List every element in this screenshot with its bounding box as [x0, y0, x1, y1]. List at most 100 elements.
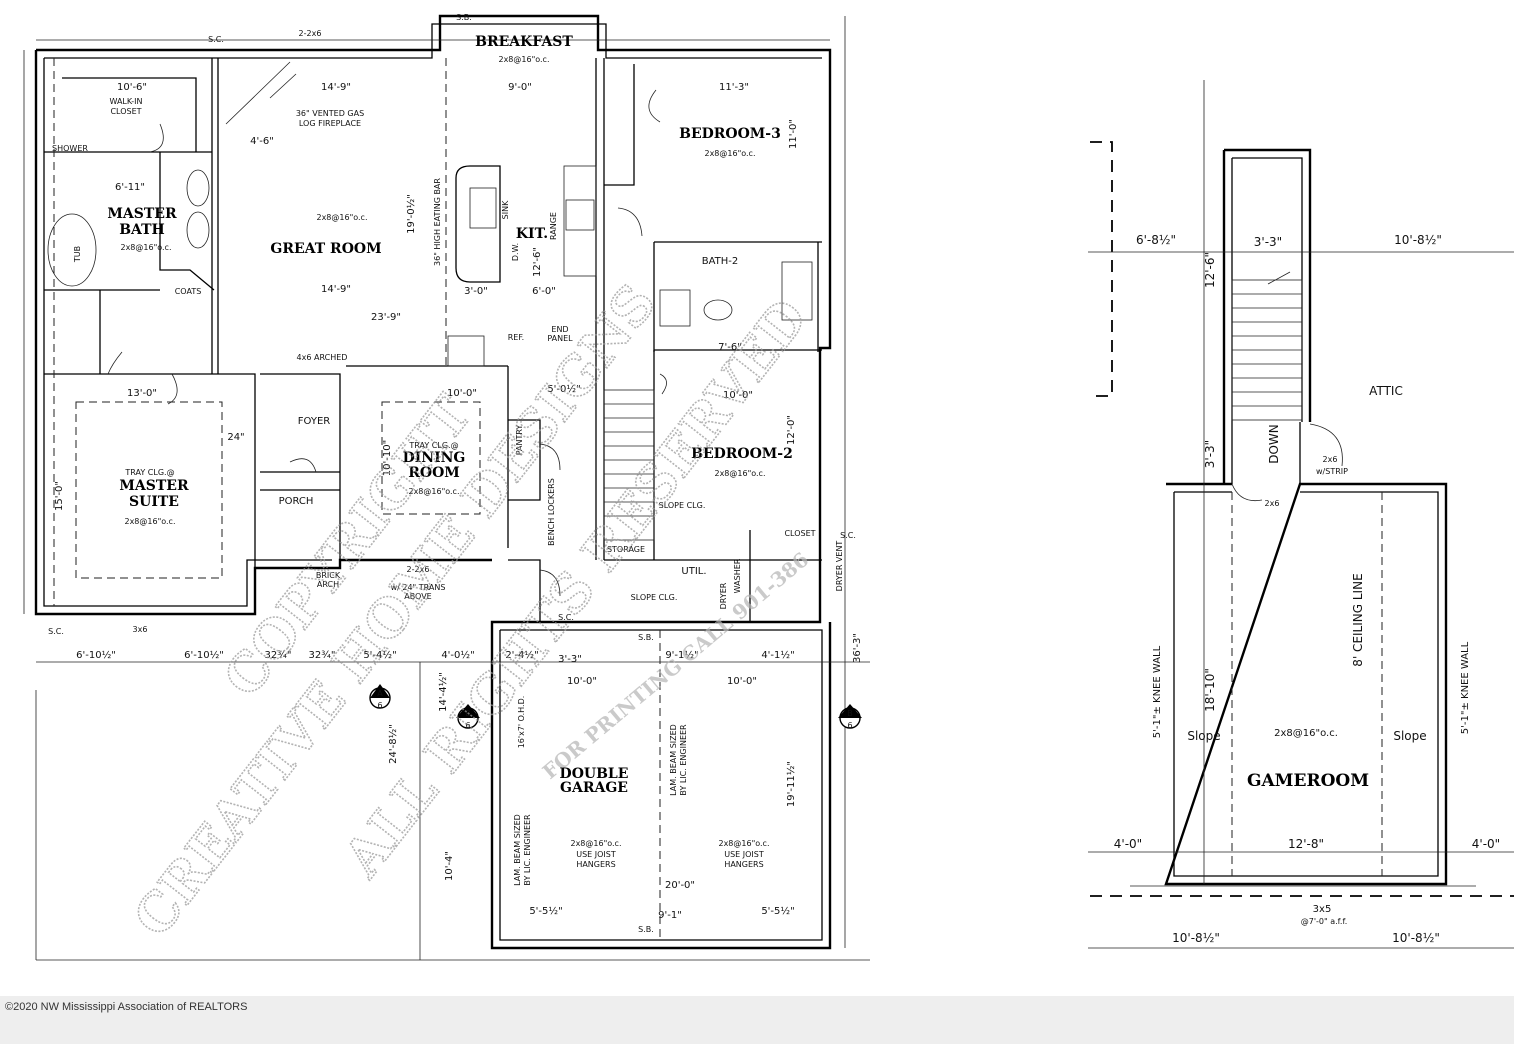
room-label-kitchen: KIT.	[516, 226, 548, 242]
window-note-line2: @7'-0" a.f.f.	[1301, 917, 1348, 926]
sink-note: SINK	[501, 200, 510, 219]
section-marker-b-right: B 6	[838, 704, 862, 730]
bedroom2-joist-note: 2x8@16"o.c.	[714, 469, 765, 478]
main-interior-walls	[44, 58, 822, 622]
dim-5-0-half: 5'-0½"	[547, 383, 580, 395]
transom-note-line3: ABOVE	[404, 592, 432, 601]
master-bath-joist-note: 2x8@16"o.c.	[120, 243, 171, 252]
dim-6-10-left: 6'-10½"	[76, 649, 116, 661]
room-label-great-room: GREAT ROOM	[270, 241, 381, 257]
garage-left-hanger-line1: USE JOIST	[576, 850, 616, 859]
section-marker-b-right-number: 6	[847, 721, 852, 730]
upper-dim-12-8: 12'-8"	[1288, 837, 1324, 851]
dim-10-0-bedroom2: 10'-0"	[723, 390, 753, 401]
dim-10-0-garage-left: 10'-0"	[567, 676, 597, 687]
fireplace-note-line2: LOG FIREPLACE	[299, 119, 361, 128]
dryer-note: DRYER	[719, 582, 728, 609]
room-label-dining-line2: ROOM	[408, 465, 460, 481]
dim-6-10-right: 6'-10½"	[184, 649, 224, 661]
room-label-coats: COATS	[175, 287, 202, 296]
section-marker-a-number: 6	[377, 701, 382, 710]
dim-23-9: 23'-9"	[371, 312, 401, 323]
section-marker-b-left-number: 6	[465, 721, 470, 730]
dishwasher-note: D.W.	[511, 243, 520, 261]
upper-dim-10-8-bottom-left: 10'-8½"	[1172, 931, 1220, 945]
dim-6-0: 6'-0"	[532, 286, 556, 297]
dim-10-0-dining: 10'-0"	[447, 388, 477, 399]
end-panel-line2: PANEL	[547, 334, 573, 343]
room-label-breakfast: BREAKFAST	[475, 34, 573, 50]
end-panel-line1: END	[551, 325, 568, 334]
sc-note-bottom-left: S.C.	[48, 627, 64, 636]
dim-14-4: 14'-4½"	[437, 672, 449, 712]
knee-wall-right-label: 5'-1"± KNEE WALL	[1460, 641, 1471, 734]
room-label-dining-line1: DINING	[403, 450, 466, 466]
room-label-pantry: PANTRY	[515, 425, 524, 456]
top-window-note: 2-2x6	[299, 29, 322, 38]
gameroom-joist-note: 2x8@16"o.c.	[1274, 728, 1338, 739]
sb-note-garage-top: S.B.	[638, 633, 654, 642]
copyright-notice: ©2020 NW Mississippi Association of REAL…	[5, 1001, 248, 1013]
brick-arch-line2: ARCH	[317, 580, 339, 589]
section-marker-b-right-letter: B	[847, 709, 853, 718]
dim-12-0: 12'-0"	[786, 415, 797, 445]
dim-11-0: 11'-0"	[788, 119, 799, 149]
bench-lockers-note: BENCH LOCKERS	[547, 478, 556, 546]
upper-dim-4-0-left: 4'-0"	[1114, 837, 1142, 851]
upper-dim-3-3-top: 3'-3"	[1254, 235, 1282, 249]
room-label-storage: STORAGE	[607, 545, 645, 554]
section-marker-a: A 6	[369, 684, 391, 710]
stair-down-label: DOWN	[1267, 424, 1281, 464]
garage-mid-beam-note-line1: LAM. BEAM SIZED	[669, 724, 678, 796]
room-label-utility: UTIL.	[681, 566, 706, 577]
transom-note-line2: w/ 24" TRANS	[391, 583, 446, 592]
room-label-bedroom-3: BEDROOM-3	[679, 126, 781, 142]
dim-14-9-bottom: 14'-9"	[321, 284, 351, 295]
range-note: RANGE	[549, 212, 558, 240]
room-label-tub: TUB	[73, 246, 82, 263]
dim-9-1-bottom: 9'-1"	[658, 910, 682, 921]
dim-4-0-half: 4'-0½"	[441, 649, 474, 661]
dim-5-5-left: 5'-5½"	[529, 905, 562, 917]
sc-note-top-left: S.C.	[208, 35, 224, 44]
room-label-attic: ATTIC	[1369, 384, 1403, 398]
door-note-line1: 2x6	[1323, 455, 1338, 464]
upper-dim-12-6: 12'-6"	[1203, 252, 1217, 288]
knee-wall-left-label: 5'-1"± KNEE WALL	[1152, 645, 1163, 738]
room-label-porch: PORCH	[279, 496, 314, 507]
ceiling-line-label: 8' CEILING LINE	[1351, 573, 1365, 666]
dim-4-6: 4'-6"	[250, 136, 274, 147]
slope-ceiling-bedroom2: SLOPE CLG.	[659, 501, 706, 510]
sc-note-right: S.C.	[840, 531, 856, 540]
dim-9-0: 9'-0"	[508, 82, 532, 93]
garage-right-joist-note: 2x8@16"o.c.	[718, 839, 769, 848]
dim-2-4: 2'-4½"	[505, 649, 538, 661]
arched-opening-note: 4x6 ARCHED	[297, 353, 348, 362]
garage-right-hanger-line1: USE JOIST	[724, 850, 764, 859]
dim-10-4: 10'-4"	[444, 851, 455, 881]
dim-32-left: 32¾"	[264, 650, 291, 661]
room-label-walkin-line2: CLOSET	[110, 107, 141, 116]
sc-note-mudroom: S.C.	[558, 613, 574, 622]
main-dimension-lines	[23, 16, 870, 961]
dim-24-8: 24'-8½"	[387, 724, 399, 764]
dim-36-3: 36'-3"	[852, 633, 863, 663]
upper-dim-10-8-bottom-right: 10'-8½"	[1392, 931, 1440, 945]
dim-19-0: 19'-0½"	[405, 194, 417, 234]
section-marker-b-left: B 6	[456, 704, 480, 730]
dim-6-11: 6'-11"	[115, 182, 145, 193]
window-note-line1: 3x5	[1313, 904, 1332, 915]
upper-dim-18-10: 18'-10"	[1203, 668, 1217, 712]
door-note-line2: w/STRIP	[1316, 467, 1348, 476]
dim-20-0: 20'-0"	[665, 880, 695, 891]
bedroom3-joist-note: 2x8@16"o.c.	[704, 149, 755, 158]
kitchen-fixtures	[47, 165, 813, 367]
door-note-gameroom: 2x6	[1265, 499, 1280, 508]
dim-14-9-top: 14'-9"	[321, 82, 351, 93]
dryer-vent-note: DRYER VENT	[835, 541, 844, 592]
garage-left-hanger-line2: HANGERS	[576, 860, 615, 869]
upper-floor-plan: GAMEROOM ATTIC DOWN 8' CEILING LINE 5'-1…	[1088, 80, 1514, 949]
room-label-master-bath-line1: MASTER	[107, 206, 177, 222]
transom-note-line1: 2-2x6	[407, 565, 430, 574]
dim-12-6: 12'-6"	[532, 247, 543, 277]
